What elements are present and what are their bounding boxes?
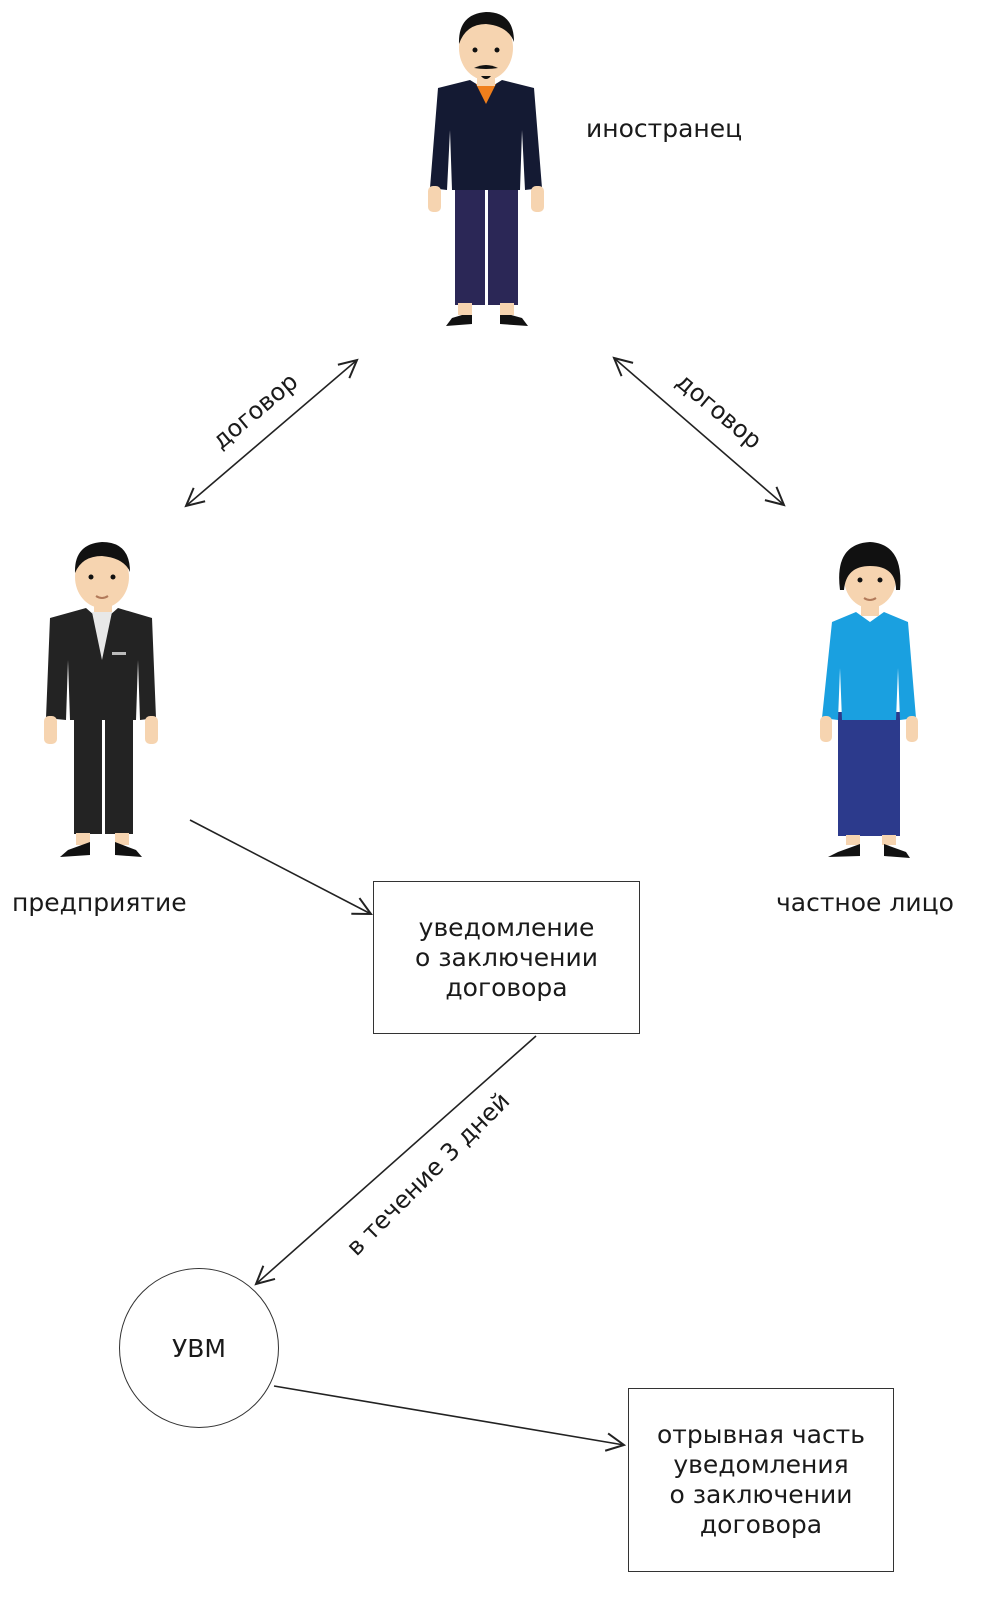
uvm-circle: УВМ [119,1268,279,1428]
notification-line-2: о заключении [415,942,598,972]
tear-off-line-1: отрывная часть [657,1420,865,1449]
enterprise-to-notification-arrow [189,819,371,914]
private-person-figure [820,542,918,858]
tear-off-line-4: договора [699,1510,823,1539]
contract-right-arrow [614,358,784,505]
enterprise-figure [44,542,158,857]
enterprise-label: предприятие [12,888,187,917]
uvm-to-tearoff-arrow [273,1385,624,1445]
tear-off-line-2: уведомления [673,1450,849,1479]
foreigner-figure [428,12,544,326]
notification-box: уведомление о заключении договора [373,881,640,1034]
notification-line-3: договора [445,972,568,1002]
private-person-label: частное лицо [776,888,954,917]
tear-off-box: отрывная часть уведомления о заключении … [628,1388,894,1572]
contract-left-arrow [186,360,357,506]
notification-to-uvm-arrow [256,1035,537,1284]
notification-line-1: уведомление [418,912,595,942]
tear-off-line-3: о заключении [669,1480,853,1509]
uvm-label: УВМ [172,1333,226,1363]
foreigner-label: иностранец [586,114,743,143]
